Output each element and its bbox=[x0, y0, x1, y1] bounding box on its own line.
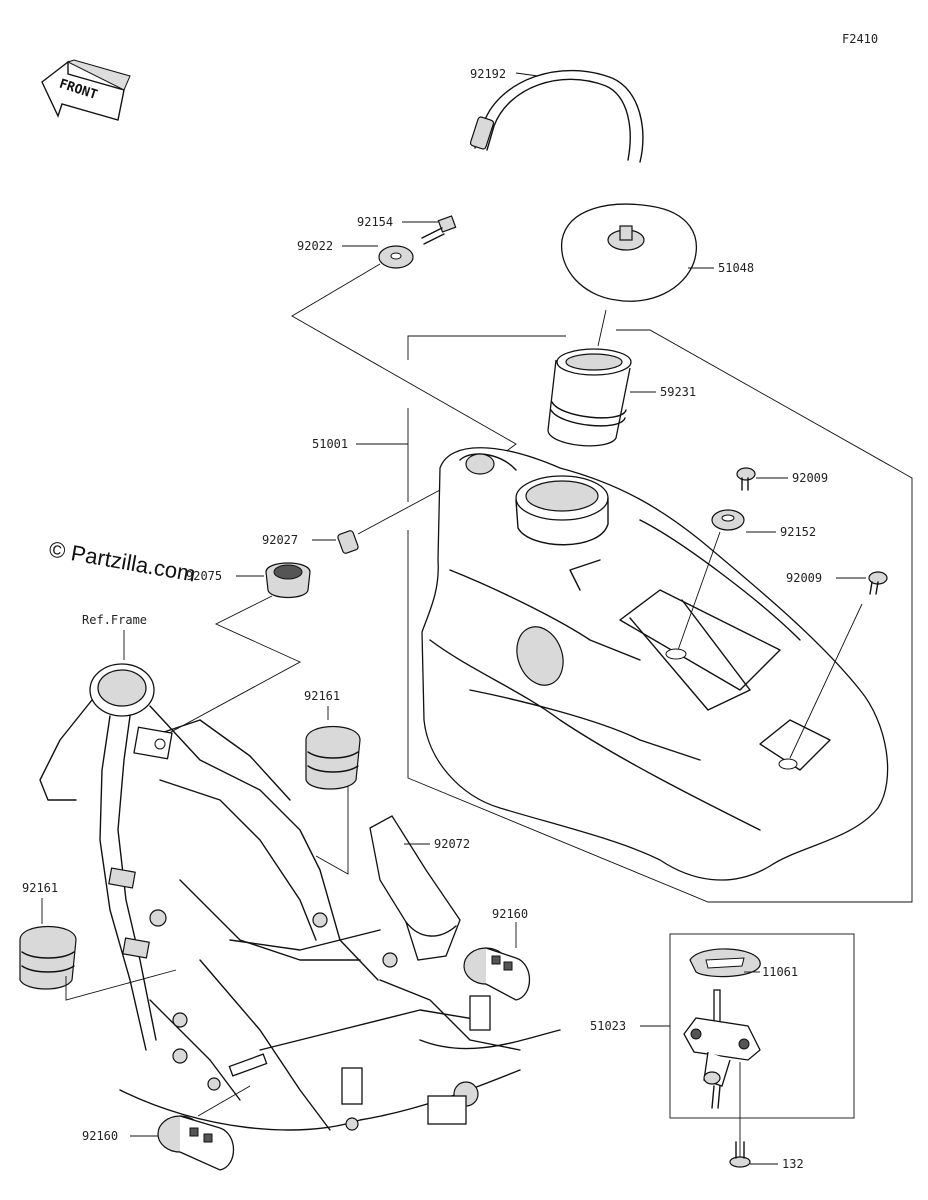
part-51001-fuel-tank bbox=[421, 447, 889, 881]
part-92022-washer: 92022 bbox=[297, 239, 414, 269]
part-92027-collar: 92027 bbox=[262, 489, 441, 554]
part-92072-band: 92072 bbox=[369, 815, 470, 961]
label-51048: 51048 bbox=[718, 261, 754, 275]
label-92022: 92022 bbox=[297, 239, 333, 253]
label-92075: 92075 bbox=[186, 569, 222, 583]
label-92192: 92192 bbox=[470, 67, 506, 81]
part-92161-rubber-upper: 92161 bbox=[304, 689, 361, 875]
label-92152: 92152 bbox=[780, 525, 816, 539]
part-92009-screw-upper: 92009 bbox=[736, 467, 828, 491]
watermark: © Partzilla.com bbox=[47, 536, 197, 586]
reference-frame bbox=[39, 663, 561, 1131]
part-92160-damper-lower: 92160 bbox=[82, 1085, 251, 1171]
label-11061: 11061 bbox=[762, 965, 798, 979]
diagram-code: F2410 bbox=[842, 32, 878, 46]
front-arrow-icon: FRONT bbox=[41, 59, 131, 121]
part-51023-fuel-cock: 51023 11061 132 bbox=[590, 933, 855, 1171]
part-92161-rubber-lower: 92161 bbox=[19, 881, 177, 1001]
part-92154-bolt: 92154 bbox=[357, 215, 457, 245]
label-92161-lower: 92161 bbox=[22, 881, 58, 895]
part-92160-damper-upper: 92160 bbox=[463, 907, 530, 1001]
label-59231: 59231 bbox=[660, 385, 696, 399]
label-92160-lower: 92160 bbox=[82, 1129, 118, 1143]
part-59231-filler-neck: 59231 bbox=[547, 309, 696, 447]
part-51048-fuel-cap: 51048 bbox=[561, 203, 754, 302]
label-92072: 92072 bbox=[434, 837, 470, 851]
part-92075-damper: 92075 bbox=[159, 562, 311, 739]
label-51001: 51001 bbox=[312, 437, 348, 451]
part-92192-breather-hose: 92192 bbox=[469, 67, 644, 163]
label-92009-upper: 92009 bbox=[792, 471, 828, 485]
label-92027: 92027 bbox=[262, 533, 298, 547]
ref-frame-label: Ref.Frame bbox=[82, 613, 147, 627]
label-92161-upper: 92161 bbox=[304, 689, 340, 703]
part-92009-screw-lower: 92009 bbox=[778, 571, 888, 770]
part-92152-grommet: 92152 bbox=[665, 509, 816, 660]
label-51023: 51023 bbox=[590, 1019, 626, 1033]
label-92154: 92154 bbox=[357, 215, 393, 229]
label-132: 132 bbox=[782, 1157, 804, 1171]
label-92160-upper: 92160 bbox=[492, 907, 528, 921]
label-92009-lower: 92009 bbox=[786, 571, 822, 585]
